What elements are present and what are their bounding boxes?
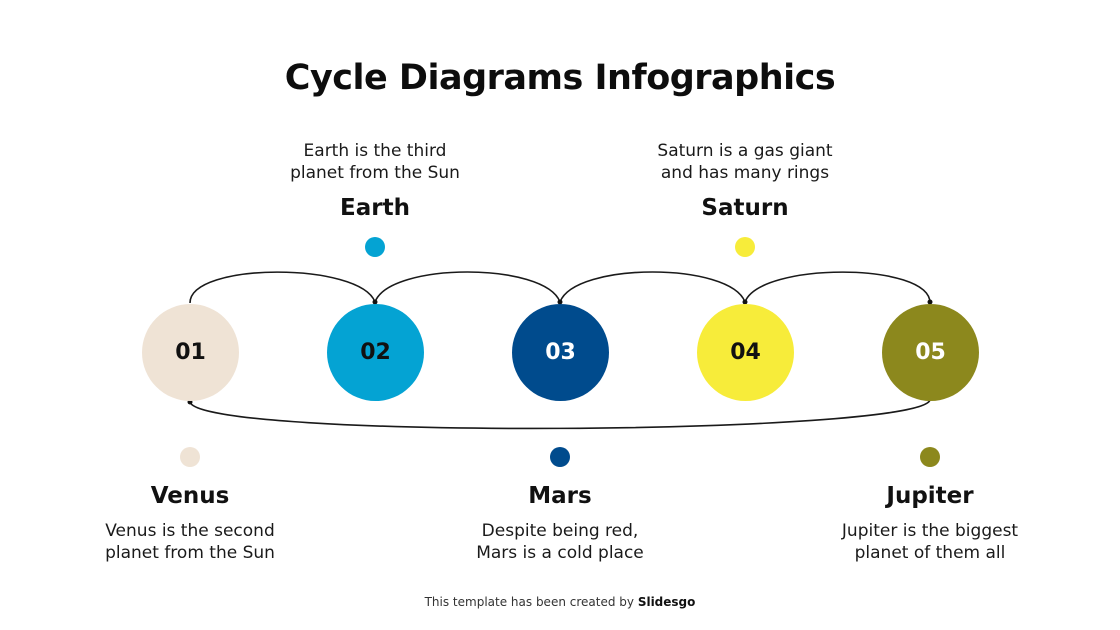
junction-dot bbox=[557, 299, 563, 305]
mars-marker-dot bbox=[550, 447, 570, 467]
mars-label: Mars Despite being red, Mars is a cold p… bbox=[440, 482, 680, 564]
earth-name: Earth bbox=[340, 195, 410, 221]
mars-description: Despite being red, Mars is a cold place bbox=[476, 521, 644, 563]
jupiter-name: Jupiter bbox=[886, 483, 974, 509]
saturn-marker-dot bbox=[735, 237, 755, 257]
earth-marker-dot bbox=[365, 237, 385, 257]
footer-credit: This template has been created by Slides… bbox=[0, 595, 1120, 609]
step-circle-05: 05 bbox=[882, 304, 979, 401]
arc-04-05 bbox=[744, 271, 931, 304]
step-circle-04: 04 bbox=[697, 304, 794, 401]
step-number: 04 bbox=[730, 340, 761, 365]
venus-description: Venus is the second planet from the Sun bbox=[105, 521, 275, 563]
footer-brand: Slidesgo bbox=[637, 595, 696, 609]
venus-label: Venus Venus is the second planet from th… bbox=[70, 482, 310, 564]
arc-01-02 bbox=[189, 271, 376, 304]
jupiter-label: Jupiter Jupiter is the biggest planet of… bbox=[810, 482, 1050, 564]
step-circle-01: 01 bbox=[142, 304, 239, 401]
junction-dot bbox=[927, 299, 933, 305]
jupiter-marker-dot bbox=[920, 447, 940, 467]
mars-name: Mars bbox=[528, 483, 592, 509]
step-number: 05 bbox=[915, 340, 946, 365]
saturn-description: Saturn is a gas giant and has many rings bbox=[657, 141, 833, 183]
step-number: 03 bbox=[545, 340, 576, 365]
junction-dot bbox=[372, 299, 378, 305]
earth-label: Earth is the third planet from the Sun E… bbox=[255, 140, 495, 222]
step-circle-02: 02 bbox=[327, 304, 424, 401]
arc-02-03 bbox=[374, 271, 561, 303]
step-number: 02 bbox=[360, 340, 391, 365]
bottom-return-arc bbox=[189, 399, 931, 430]
page-title: Cycle Diagrams Infographics bbox=[284, 58, 836, 98]
step-number: 01 bbox=[175, 340, 206, 365]
jupiter-description: Jupiter is the biggest planet of them al… bbox=[841, 521, 1019, 563]
arc-03-04 bbox=[559, 271, 746, 303]
step-circle-03: 03 bbox=[512, 304, 609, 401]
saturn-label: Saturn is a gas giant and has many rings… bbox=[625, 140, 865, 222]
footer-prefix: This template has been created by bbox=[424, 595, 638, 609]
saturn-name: Saturn bbox=[701, 195, 789, 221]
venus-name: Venus bbox=[150, 483, 230, 509]
venus-marker-dot bbox=[180, 447, 200, 467]
earth-description: Earth is the third planet from the Sun bbox=[290, 141, 460, 183]
junction-dot bbox=[742, 299, 748, 305]
